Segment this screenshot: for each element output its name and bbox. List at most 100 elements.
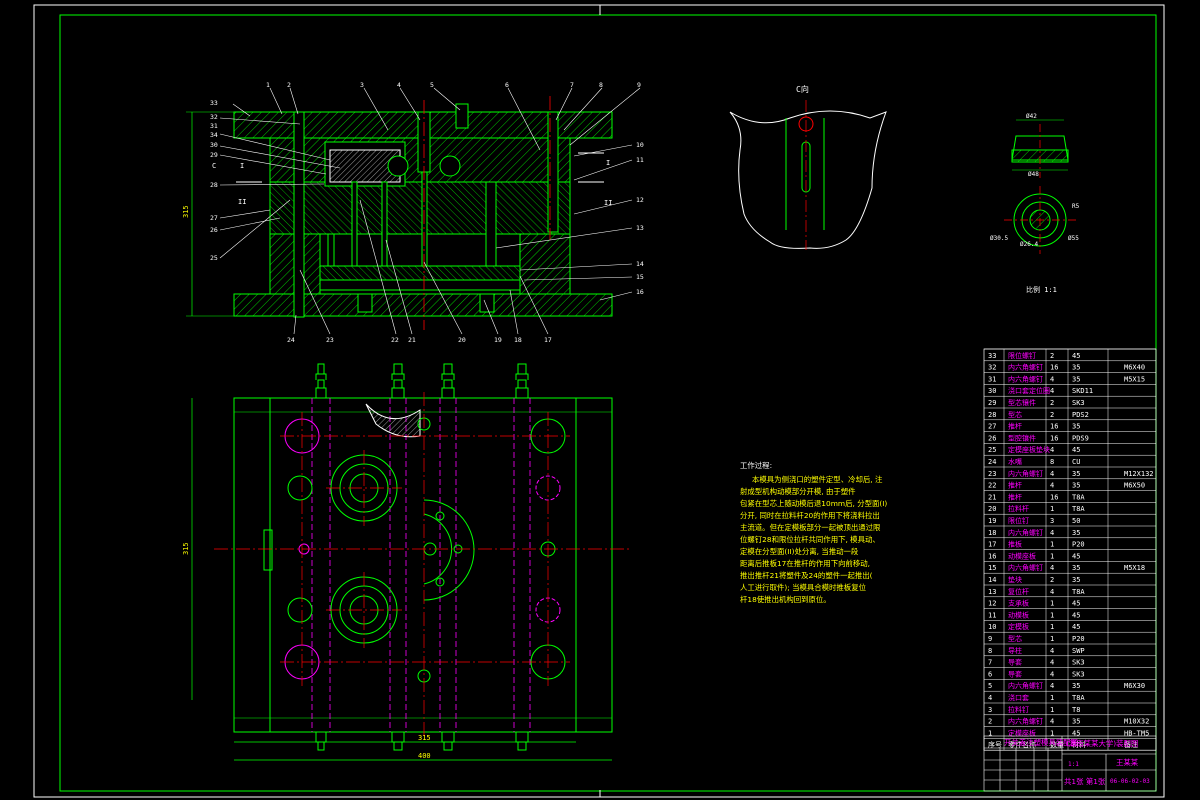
bom-cell: 35 [1072, 576, 1080, 584]
bom-cell: 35 [1072, 364, 1080, 372]
label-parting-I-right: I [606, 159, 610, 167]
svg-text:30: 30 [210, 141, 218, 149]
section-view [186, 96, 613, 330]
bom-cell: 4 [1050, 482, 1054, 490]
bom-cell: 25 [988, 446, 996, 454]
bom-cell: 18 [988, 529, 996, 537]
notes-title: 工作过程: [740, 461, 772, 470]
svg-text:22: 22 [391, 336, 399, 344]
bom-cell: 27 [988, 423, 996, 431]
title-block [983, 735, 1157, 792]
title-drawing-name: 开关盖注塑模具装配图 [1004, 738, 1078, 747]
svg-text:主流道。但在定模板部分一起被顶出通过限: 主流道。但在定模板部分一起被顶出通过限 [740, 523, 881, 532]
bom-cell: 限位螺钉 [1008, 351, 1036, 360]
bom-cell: 浇口套定位圈 [1008, 386, 1050, 395]
svg-text:5: 5 [430, 81, 434, 89]
bom-cell: 3 [988, 706, 992, 714]
bom-cell: 4 [1050, 718, 1054, 726]
bom-cell: 13 [988, 588, 996, 596]
bom-cell: SK3 [1072, 670, 1085, 678]
svg-text:21: 21 [408, 336, 416, 344]
bom-cell: 型芯镶件 [1008, 398, 1036, 407]
bom-cell: 2 [1050, 399, 1054, 407]
svg-text:射成型机构动模部分开模, 由于塑件: 射成型机构动模部分开模, 由于塑件 [740, 487, 856, 496]
bom-cell: 16 [1050, 434, 1058, 442]
svg-text:杆18使推出机构回到原位。: 杆18使推出机构回到原位。 [740, 595, 831, 604]
svg-text:3: 3 [360, 81, 364, 89]
svg-text:23: 23 [326, 336, 334, 344]
label-parting-II-left: II [238, 198, 246, 206]
leader-lines [219, 87, 641, 335]
bom-cell: 1 [1050, 706, 1054, 714]
bom-cell: 16 [988, 552, 996, 560]
bom-cell: 3 [1050, 517, 1054, 525]
bom-cell: 型芯 [1008, 410, 1022, 419]
bom-cell: 推杆 [1008, 481, 1022, 490]
bom-cell: 45 [1072, 352, 1080, 360]
svg-text:6: 6 [505, 81, 509, 89]
svg-text:20: 20 [458, 336, 466, 344]
dim-r5: R5 [1072, 203, 1080, 210]
dim-height-plan: 315 [182, 542, 190, 555]
bom-cell: 28 [988, 411, 996, 419]
leader-numbers: 33 1 2 3 4 5 6 7 8 9 32 31 34 30 29 28 2… [210, 81, 644, 344]
bom-cell: 内六角螺钉 [1008, 469, 1043, 478]
bom-cell: SWP [1072, 647, 1085, 655]
bom-cell: 内六角螺钉 [1008, 374, 1043, 383]
bom-cell: M12X132 [1124, 470, 1154, 478]
bom-cell: T8A [1072, 493, 1085, 501]
dim-width-inner: 315 [418, 734, 431, 742]
bom-cell: SK3 [1072, 399, 1085, 407]
bom-cell: 4 [1050, 682, 1054, 690]
bom-cell: 4 [988, 694, 992, 702]
bom-cell: 5 [988, 682, 992, 690]
bom-cell: 35 [1072, 718, 1080, 726]
bom-cell: 导套 [1008, 658, 1022, 667]
bom-cell: 11 [988, 611, 996, 619]
bom-cell: 20 [988, 505, 996, 513]
svg-text:32: 32 [210, 113, 218, 121]
bom-cell: 23 [988, 470, 996, 478]
svg-text:本模具为侧浇口的塑件定型、冷却后, 注: 本模具为侧浇口的塑件定型、冷却后, 注 [752, 475, 883, 484]
svg-text:位螺钉28和限位拉杆共同作用下, 模具动、: 位螺钉28和限位拉杆共同作用下, 模具动、 [740, 535, 880, 544]
bom-cell: 2 [1050, 352, 1054, 360]
dim-d24: Ø26.4 [1020, 241, 1038, 248]
bom-cell: 4 [1050, 529, 1054, 537]
bom-cell: 10 [988, 623, 996, 631]
bom-cell: 15 [988, 564, 996, 572]
view-c-detail [729, 100, 887, 250]
bom-cell: 动模座板 [1008, 551, 1036, 560]
bom-cell: 35 [1072, 470, 1080, 478]
bom-cell: 1 [1050, 541, 1054, 549]
section-scale-label: 比例 1:1 [1026, 285, 1057, 294]
bom-cell: 定模座板垫块 [1008, 445, 1050, 454]
dim-d42: Ø42 [1026, 113, 1037, 120]
svg-text:4: 4 [397, 81, 401, 89]
bom-cell: 33 [988, 352, 996, 360]
bom-cell: 7 [988, 659, 992, 667]
bom-cell: 内六角螺钉 [1008, 528, 1043, 537]
bom-cell: 4 [1050, 659, 1054, 667]
bom-cell: 45 [1072, 600, 1080, 608]
svg-text:24: 24 [287, 336, 295, 344]
bom-cell: 水嘴 [1008, 457, 1022, 466]
svg-text:分开, 同时在拉料杆20的作用下将浇料拉出: 分开, 同时在拉料杆20的作用下将浇料拉出 [740, 511, 880, 520]
bom-cell: T8A [1072, 505, 1085, 513]
bom-cell: PDS9 [1072, 434, 1089, 442]
title-designer: 王某某 [1116, 758, 1139, 767]
bom-cell: 16 [1050, 493, 1058, 501]
title-school: (湖南某某大学)装配图 [1066, 739, 1138, 748]
bom-cell: 4 [1050, 564, 1054, 572]
bom-cell: 14 [988, 576, 996, 584]
bom-cell: 29 [988, 399, 996, 407]
svg-text:15: 15 [636, 273, 644, 281]
dim-d48: Ø48 [1028, 171, 1039, 178]
bom-cell: T8A [1072, 588, 1085, 596]
bom-cell: 9 [988, 635, 992, 643]
bom-cell: 4 [1050, 446, 1054, 454]
bom-cell: HB-TM5 [1124, 729, 1149, 737]
bom-cell: 1 [1050, 611, 1054, 619]
bom-cell: 4 [1050, 375, 1054, 383]
sheet-border-outer [33, 4, 1165, 798]
bom-header-cell: 材料 [1072, 740, 1086, 749]
